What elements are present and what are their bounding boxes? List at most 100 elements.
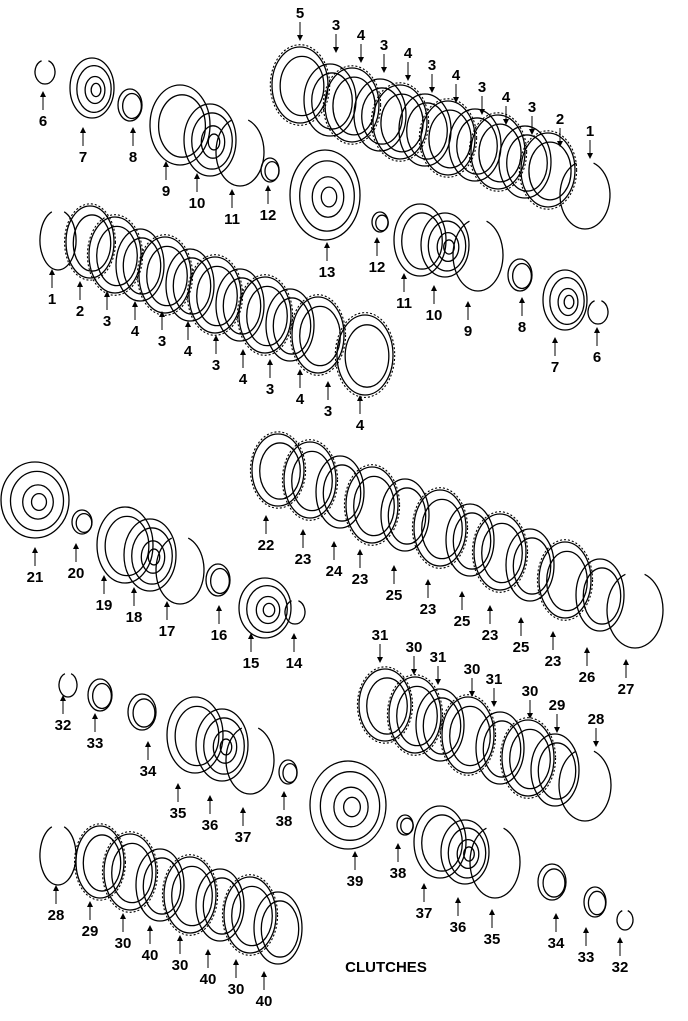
callout-label: 30 bbox=[522, 683, 539, 700]
part-toothed bbox=[518, 130, 578, 210]
callout-label: 3 bbox=[158, 333, 166, 350]
callout-label: 36 bbox=[202, 817, 219, 834]
callout-label: 3 bbox=[332, 17, 340, 34]
callout-3: 3 bbox=[528, 99, 536, 135]
part-ring bbox=[260, 157, 280, 183]
callout-label: 29 bbox=[549, 697, 566, 714]
part-ring bbox=[278, 759, 298, 785]
callout-label: 12 bbox=[369, 259, 386, 276]
part-toothed bbox=[499, 717, 557, 799]
part-toothed bbox=[386, 674, 444, 756]
callout-label: 4 bbox=[502, 89, 511, 106]
callout-label: 40 bbox=[256, 993, 273, 1010]
callout-3: 3 bbox=[212, 335, 220, 374]
diagram-title: CLUTCHES bbox=[345, 959, 427, 976]
part-ring bbox=[507, 258, 533, 292]
callout-23: 23 bbox=[420, 579, 437, 618]
part-toothed bbox=[136, 234, 194, 316]
callout-2: 2 bbox=[556, 111, 564, 147]
callout-label: 11 bbox=[396, 295, 412, 312]
callout-25: 25 bbox=[386, 565, 402, 604]
callout-1: 1 bbox=[48, 269, 56, 308]
part-ring bbox=[583, 886, 607, 918]
callout-label: 26 bbox=[579, 669, 596, 686]
callout-label: 3 bbox=[324, 403, 332, 420]
callout-7: 7 bbox=[551, 337, 559, 376]
callout-label: 4 bbox=[404, 45, 413, 62]
part-ring bbox=[413, 805, 467, 879]
callout-39: 39 bbox=[347, 851, 364, 890]
callout-30: 30 bbox=[115, 913, 132, 952]
callout-label: 36 bbox=[450, 919, 467, 936]
part-ring bbox=[575, 558, 625, 632]
callout-label: 4 bbox=[296, 391, 305, 408]
callout-25: 25 bbox=[454, 591, 470, 630]
callout-label: 10 bbox=[189, 195, 206, 212]
part-ring bbox=[315, 455, 365, 529]
callout-38: 38 bbox=[390, 843, 406, 882]
callout-4: 4 bbox=[404, 45, 413, 81]
part-snap bbox=[34, 60, 56, 85]
part-snap bbox=[452, 220, 504, 292]
callout-label: 22 bbox=[258, 537, 275, 554]
callout-label: 30 bbox=[406, 639, 423, 656]
callout-40: 40 bbox=[142, 925, 158, 964]
callout-label: 28 bbox=[588, 711, 605, 728]
part-toothed bbox=[236, 274, 294, 356]
callout-label: 34 bbox=[548, 935, 565, 952]
part-ring bbox=[96, 506, 154, 584]
callout-34: 34 bbox=[140, 741, 157, 780]
part-ring bbox=[530, 733, 580, 807]
callout-label: 25 bbox=[513, 639, 530, 656]
callout-label: 23 bbox=[545, 653, 562, 670]
callout-label: 8 bbox=[129, 149, 137, 166]
callout-label: 4 bbox=[184, 343, 193, 360]
callout-9: 9 bbox=[464, 301, 472, 340]
callout-label: 31 bbox=[486, 671, 503, 688]
callout-label: 30 bbox=[172, 957, 189, 974]
part-snap bbox=[284, 600, 306, 625]
callout-label: 7 bbox=[551, 359, 559, 376]
callout-label: 39 bbox=[347, 873, 364, 890]
part-ring bbox=[166, 696, 224, 774]
callout-34: 34 bbox=[548, 913, 565, 952]
callout-label: 30 bbox=[115, 935, 132, 952]
callout-label: 19 bbox=[96, 597, 113, 614]
callout-label: 23 bbox=[420, 601, 437, 618]
callout-3: 3 bbox=[266, 359, 274, 398]
callout-33: 33 bbox=[578, 927, 594, 966]
parts-group bbox=[0, 44, 664, 965]
callout-label: 3 bbox=[103, 313, 111, 330]
callout-23: 23 bbox=[545, 631, 562, 670]
callout-label: 5 bbox=[296, 5, 304, 22]
callout-label: 14 bbox=[286, 655, 303, 672]
part-snap bbox=[39, 826, 77, 886]
part-hub bbox=[123, 518, 177, 592]
callout-31: 31 bbox=[486, 671, 503, 707]
callout-label: 2 bbox=[76, 303, 84, 320]
part-toothed bbox=[249, 431, 307, 509]
part-toothed bbox=[334, 312, 396, 398]
callout-label: 35 bbox=[170, 805, 187, 822]
callout-label: 3 bbox=[380, 37, 388, 54]
part-toothed bbox=[74, 823, 126, 901]
callout-30: 30 bbox=[172, 935, 189, 974]
callout-label: 13 bbox=[319, 264, 336, 281]
callout-16: 16 bbox=[211, 605, 227, 644]
part-toothed bbox=[411, 487, 469, 569]
callout-40: 40 bbox=[256, 971, 273, 1010]
callout-label: 3 bbox=[428, 57, 436, 74]
callout-23: 23 bbox=[295, 529, 311, 568]
callout-4: 4 bbox=[502, 89, 511, 125]
callout-label: 10 bbox=[426, 307, 443, 324]
callout-label: 3 bbox=[212, 357, 220, 374]
callout-label: 23 bbox=[482, 627, 499, 644]
part-toothed bbox=[468, 112, 528, 192]
callout-label: 38 bbox=[276, 813, 293, 830]
callout-label: 17 bbox=[159, 623, 176, 640]
callout-5: 5 bbox=[296, 5, 304, 41]
callout-label: 6 bbox=[593, 349, 601, 366]
callout-1: 1 bbox=[586, 123, 594, 159]
part-hub bbox=[0, 461, 70, 539]
